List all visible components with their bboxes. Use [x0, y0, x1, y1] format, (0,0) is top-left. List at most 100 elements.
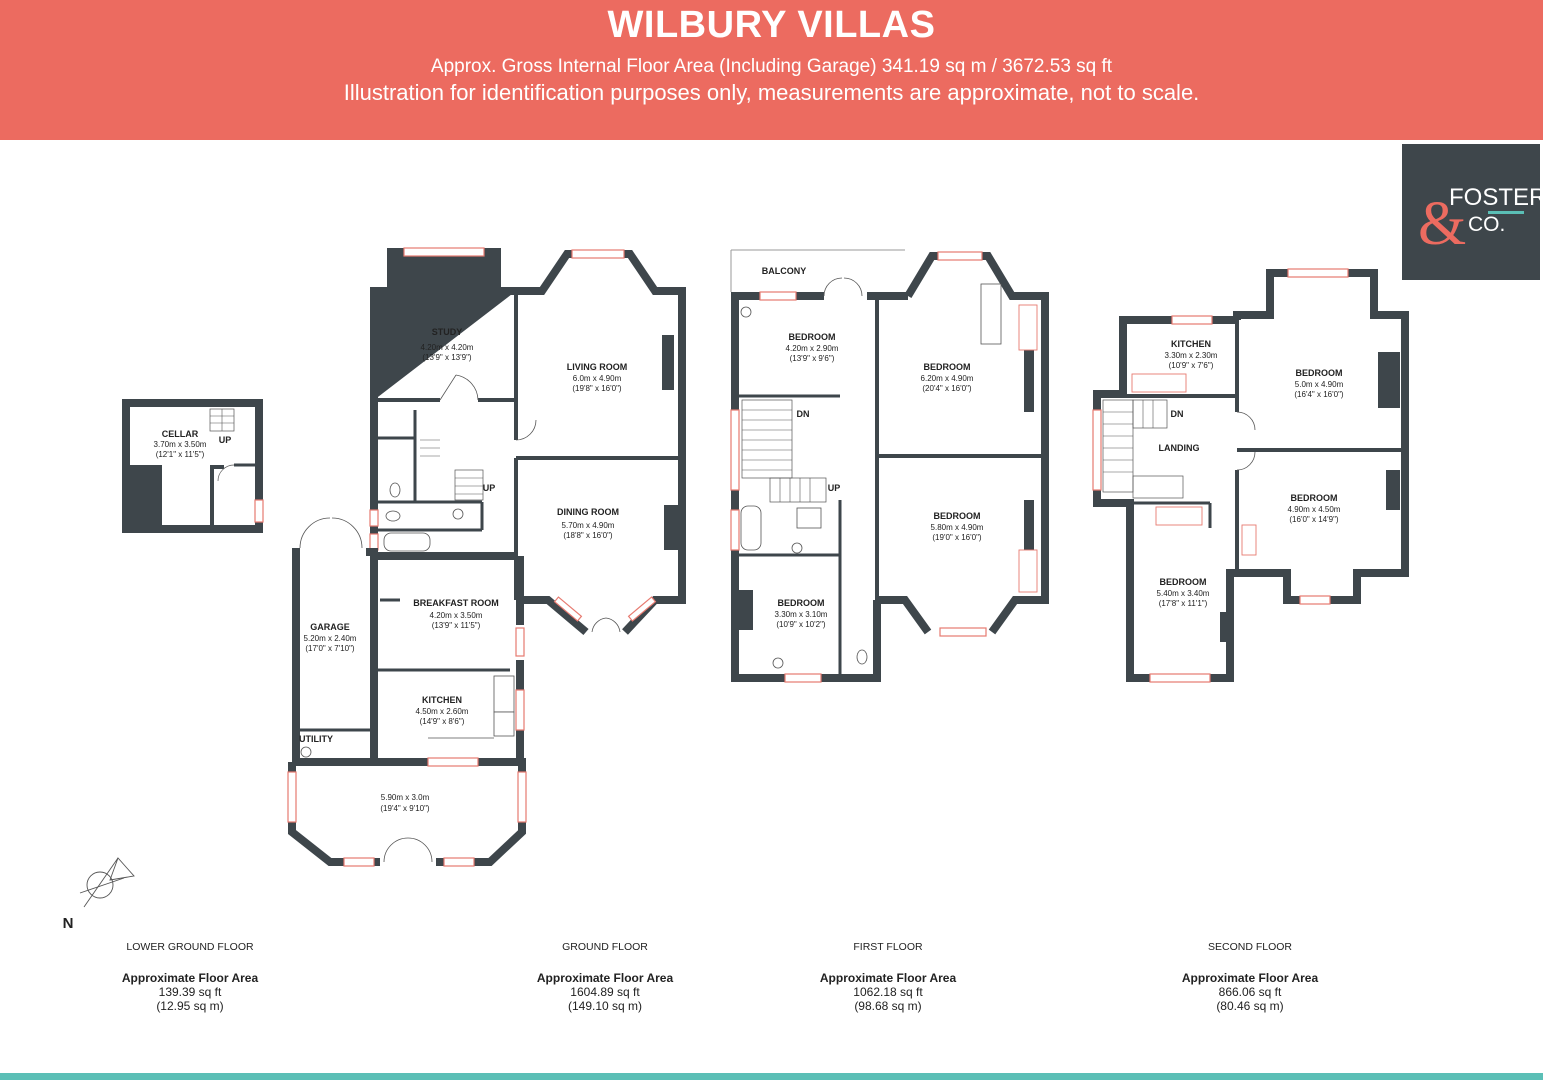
second-landing-label: LANDING [1159, 443, 1200, 453]
first-bed4-label: BEDROOM [778, 598, 825, 608]
dining-imperial: (18'8" x 16'0") [563, 531, 613, 540]
dining-french-doors [591, 617, 621, 633]
living-metric: 6.0m x 4.90m [573, 374, 622, 383]
first-basin-icon [791, 542, 803, 554]
floor-area-sqft: 866.06 sq ft [1218, 985, 1282, 999]
first-stair [741, 399, 827, 503]
first-bed1-metric: 4.20m x 2.90m [786, 344, 839, 353]
floor-area-sqm: (149.10 sq m) [567, 999, 643, 1013]
floor-area-sqft: 139.39 sq ft [158, 985, 222, 999]
second-floor-outer-walls [1093, 269, 1409, 682]
first-bed3-metric: 5.80m x 4.90m [931, 523, 984, 532]
first-bed3-chimney [1024, 500, 1034, 550]
cellar-window [254, 499, 264, 523]
study-bay-walls [370, 248, 516, 400]
first-stair-up: UP [828, 483, 841, 493]
utility-basin-icon [300, 746, 312, 758]
cellar-stair [209, 408, 235, 432]
second-bed3-imperial: (17'8" x 11'1") [1159, 599, 1208, 608]
floor-caption-first: FIRST FLOOR Approximate Floor Area 1062.… [778, 941, 998, 1013]
study-metric: 4.20m x 4.20m [421, 343, 474, 352]
first-toilet-icon [856, 649, 868, 665]
study-door [439, 374, 479, 401]
kitchen-hob-icon [493, 711, 515, 737]
floor-area-sqm: (98.68 sq m) [854, 999, 922, 1013]
property-title: WILBURY VILLAS [607, 4, 936, 46]
first-bed1-basin-icon [740, 306, 752, 318]
garage-doors [299, 517, 363, 549]
first-bed2-window [937, 251, 983, 261]
living-bay-walls [516, 250, 686, 458]
second-bed2-window [1299, 595, 1331, 605]
first-stair-dn: DN [797, 409, 810, 419]
first-shower-icon [796, 507, 822, 529]
dining-window-right [627, 596, 657, 622]
first-bed2-chimney [1024, 330, 1034, 412]
second-bed2-chimney [1386, 470, 1400, 510]
floor-area-sqft: 1604.89 sq ft [570, 985, 640, 999]
second-stair [1102, 399, 1184, 499]
first-bed1-imperial: (13'9" x 9'6") [790, 354, 835, 363]
floor-area-label: Approximate Floor Area [1181, 971, 1319, 985]
first-bed3-kitchenette-icon [1018, 549, 1038, 593]
second-stair-dn: DN [1171, 409, 1184, 419]
first-bed2-label: BEDROOM [924, 362, 971, 372]
second-bed2-imperial: (16'0" x 14'9") [1289, 515, 1339, 524]
breakfast-imperial: (13'9" x 11'5") [432, 621, 481, 630]
floor-caption-lower-ground: LOWER GROUND FLOOR Approximate Floor Are… [80, 941, 300, 1013]
first-bed2-wardrobe [980, 283, 1002, 345]
first-bed3-label: BEDROOM [934, 511, 981, 521]
cellar-door-swing [217, 464, 235, 482]
living-door [515, 419, 537, 441]
living-imperial: (19'8" x 16'0") [572, 384, 622, 393]
dining-chimney [664, 505, 678, 550]
kitchen-window-right [515, 689, 525, 731]
floor-area-sqm: (80.46 sq m) [1216, 999, 1284, 1013]
kitchen-label: KITCHEN [422, 695, 462, 705]
compass-arrow-icon [79, 857, 135, 908]
ground-stair [420, 439, 484, 501]
logo-word-co: CO. [1468, 213, 1505, 236]
garden-window-bl [343, 857, 375, 867]
first-bed3-imperial: (19'0" x 16'0") [932, 533, 982, 542]
study-window [403, 247, 485, 257]
garden-room-imperial: (19'4" x 9'10") [380, 804, 430, 813]
first-bath-window [730, 509, 740, 551]
second-bed1-label: BEDROOM [1296, 368, 1343, 378]
living-window [571, 249, 625, 259]
bottom-accent-rule [0, 1073, 1543, 1080]
kitchen-window-bottom [427, 757, 479, 767]
breakfast-walls [370, 552, 524, 670]
logo-word-foster: FOSTER [1449, 184, 1540, 211]
cellar-label: CELLAR [162, 429, 199, 439]
garage-imperial: (17'0" x 7'10") [305, 644, 355, 653]
floor-area-label: Approximate Floor Area [536, 971, 674, 985]
garden-french-doors [383, 837, 433, 863]
floor-area-sqm: (12.95 sq m) [156, 999, 224, 1013]
first-bed4-chimney [739, 590, 753, 630]
second-kitchen-label: KITCHEN [1171, 339, 1211, 349]
ground-stair-up: UP [483, 483, 496, 493]
second-bed3-chimney [1220, 612, 1228, 642]
cellar-imperial: (12'1" x 11'5") [156, 450, 205, 459]
second-bed3-metric: 5.40m x 3.40m [1157, 589, 1210, 598]
second-landing-doors [1236, 411, 1256, 471]
breakfast-metric: 4.20m x 3.50m [430, 611, 483, 620]
kitchen-sink-icon [493, 675, 515, 713]
breakfast-label: BREAKFAST ROOM [413, 598, 499, 608]
study-chimney [380, 318, 388, 362]
second-bed1-chimney [1378, 352, 1400, 408]
second-bed1-metric: 5.0m x 4.90m [1295, 380, 1344, 389]
first-bed2-kitchenette-icon [1018, 304, 1038, 351]
second-bed3-label: BEDROOM [1160, 577, 1207, 587]
first-floor-outer-walls [731, 252, 1049, 682]
floor-area-summary: Approx. Gross Internal Floor Area (Inclu… [430, 56, 1113, 77]
wc-toilet-icon [389, 482, 401, 498]
garage-metric: 5.20m x 2.40m [304, 634, 357, 643]
first-bed2-metric: 6.20m x 4.90m [921, 374, 974, 383]
first-bed1-label: BEDROOM [789, 332, 836, 342]
garden-window-left [287, 771, 297, 823]
first-bed3-window [939, 627, 987, 637]
second-bed3-window [1149, 673, 1211, 683]
